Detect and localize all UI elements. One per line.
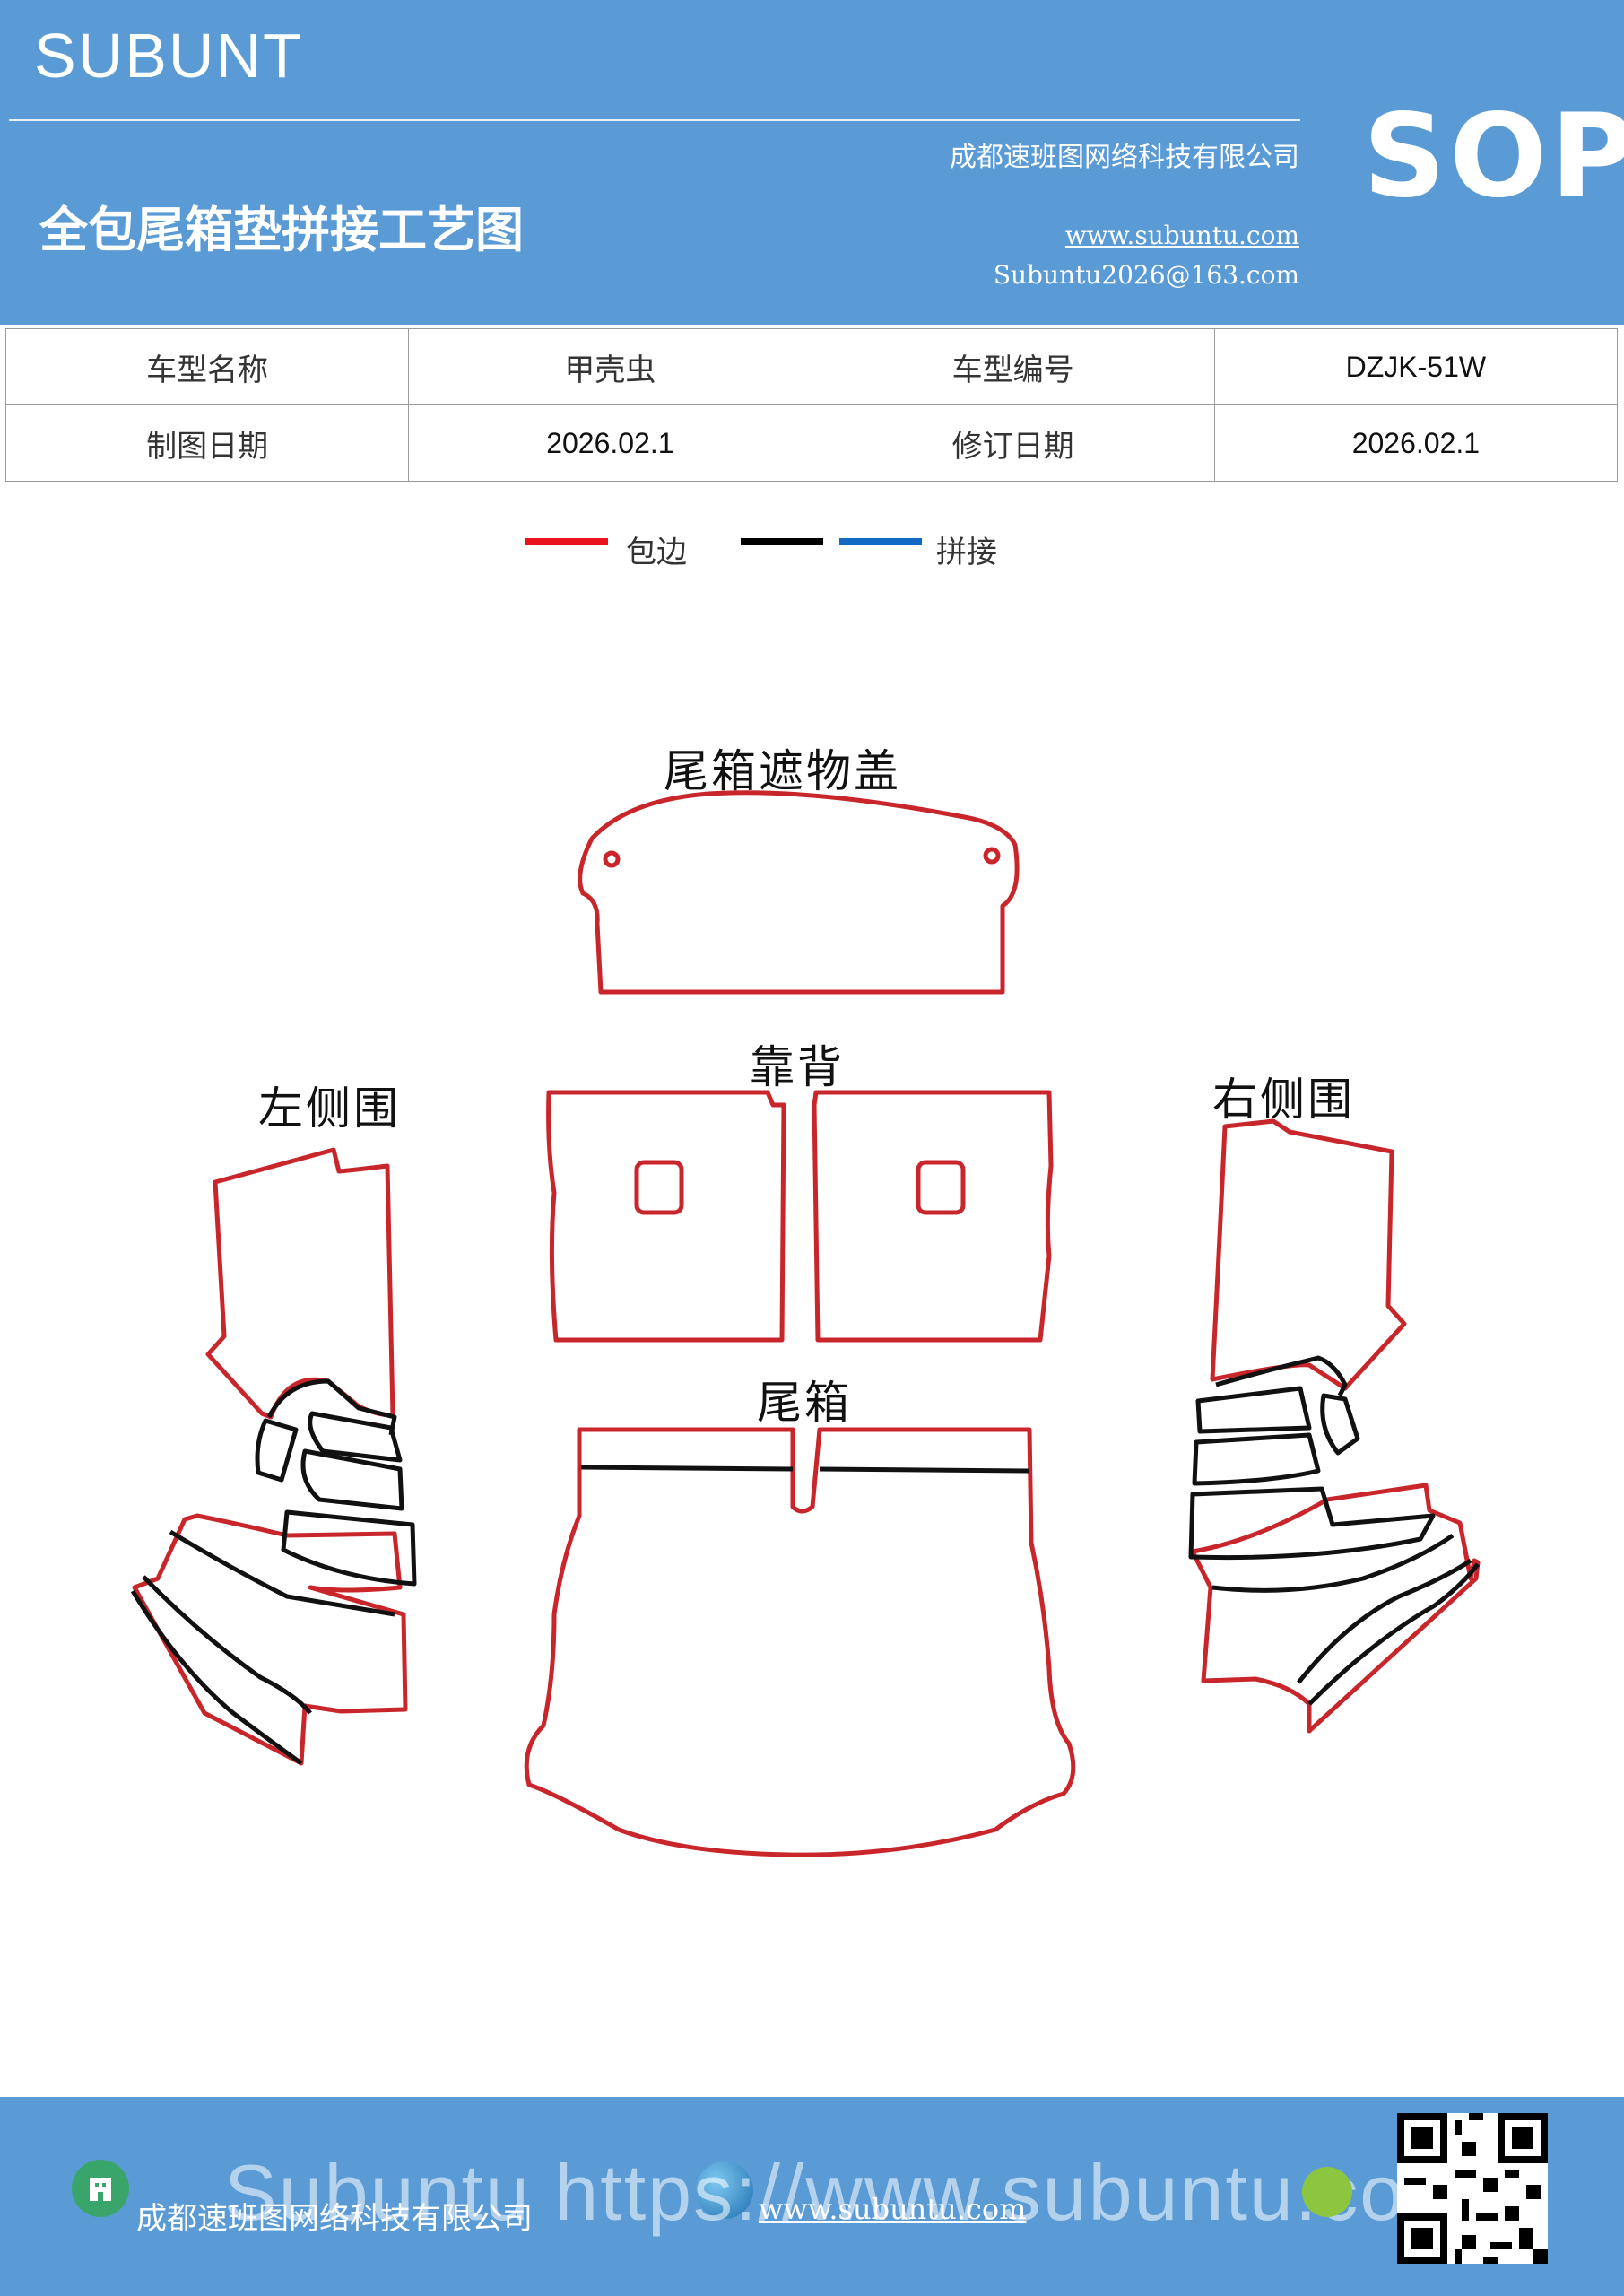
right-side-main-piece <box>1210 1118 1407 1391</box>
trunk-piece <box>524 1427 1076 1857</box>
model-code-value: DZJK-51W <box>1213 328 1619 405</box>
left-seam-2 <box>308 1411 403 1463</box>
right-seam-5 <box>1188 1486 1436 1561</box>
label-left-side: 左侧围 <box>258 1083 401 1135</box>
document-title: 全包尾箱垫拼接工艺图 <box>39 202 524 258</box>
right-seam-6 <box>1211 1533 1455 1593</box>
revise-date-label: 修订日期 <box>811 404 1215 482</box>
left-seam-7 <box>142 1575 312 1715</box>
vehicle-info-table: 车型名称 甲壳虫 车型编号 DZJK-51W 制图日期 2026.02.1 修订… <box>4 328 1619 482</box>
website-link[interactable]: www.subuntu.com <box>1064 221 1299 250</box>
footer-website[interactable]: www.subuntu.com <box>759 2192 1027 2226</box>
cargo-cover-piece <box>578 790 1020 995</box>
legend-swatch-seam <box>839 538 922 545</box>
legend-label-edge: 包边 <box>626 535 687 570</box>
right-seam-3 <box>1192 1432 1321 1486</box>
right-side-lower-piece <box>1190 1483 1481 1734</box>
right-seam-7 <box>1297 1558 1472 1684</box>
globe-icon <box>696 2161 753 2219</box>
left-seam-1 <box>266 1378 397 1436</box>
building-icon <box>72 2160 129 2217</box>
right-seam-2 <box>1195 1386 1312 1434</box>
wechat-icon <box>1302 2167 1352 2217</box>
left-seam-4 <box>255 1418 299 1483</box>
right-seam-4 <box>1320 1393 1360 1456</box>
footer-company: 成都速班图网络科技有限公司 <box>136 2201 533 2237</box>
left-seam-6 <box>169 1529 395 1617</box>
cargo-cover-hole-right <box>983 847 1001 865</box>
legend-swatch-black <box>741 538 823 545</box>
draw-date-value: 2026.02.1 <box>408 404 812 482</box>
right-seam-1 <box>1215 1355 1348 1397</box>
legend-swatch-edge <box>525 538 608 545</box>
qr-code <box>1397 2113 1548 2264</box>
draw-date-label: 制图日期 <box>4 404 410 482</box>
left-side-lower-piece <box>132 1513 408 1766</box>
left-side-main-piece <box>205 1147 395 1420</box>
sop-badge: SOP <box>1363 90 1624 223</box>
label-backrest: 靠背 <box>750 1041 845 1093</box>
revise-date-value: 2026.02.1 <box>1213 404 1619 482</box>
table-row: 车型名称 甲壳虫 车型编号 DZJK-51W <box>4 328 1619 405</box>
left-seam-3 <box>300 1448 404 1511</box>
model-name-label: 车型名称 <box>4 328 410 405</box>
cargo-cover-hole-left <box>603 850 621 868</box>
header-banner: SUBUNT 全包尾箱垫拼接工艺图 成都速班图网络科技有限公司 www.subu… <box>0 0 1624 325</box>
model-code-label: 车型编号 <box>811 328 1215 405</box>
header-divider <box>9 119 1300 121</box>
backrest-right-cutout <box>916 1160 966 1215</box>
label-right-side: 右侧围 <box>1212 1074 1355 1126</box>
email-address: Subuntu2026@163.com <box>993 260 1299 290</box>
backrest-right-piece <box>812 1090 1054 1343</box>
left-seam-8 <box>130 1589 303 1766</box>
left-seam-5 <box>281 1509 417 1587</box>
footer-banner: 成都速班图网络科技有限公司 www.subuntu.com Subuntu ht… <box>0 2097 1624 2296</box>
trunk-seam-line <box>580 1465 1030 1474</box>
label-cargo-cover: 尾箱遮物盖 <box>664 745 901 797</box>
footer-watermark: Subuntu https://www.subuntu.com <box>224 2148 1473 2237</box>
table-row: 制图日期 2026.02.1 修订日期 2026.02.1 <box>4 404 1619 482</box>
company-name: 成都速班图网络科技有限公司 <box>950 142 1299 173</box>
legend-label-seam: 拼接 <box>936 535 997 570</box>
label-trunk: 尾箱 <box>757 1377 852 1429</box>
model-name-value: 甲壳虫 <box>408 328 812 405</box>
right-seam-8 <box>1307 1562 1480 1706</box>
backrest-left-cutout <box>634 1160 684 1215</box>
line-legend: 包边 拼接 <box>0 527 1624 572</box>
backrest-left-piece <box>546 1090 786 1343</box>
brand-name: SUBUNT <box>34 21 303 91</box>
